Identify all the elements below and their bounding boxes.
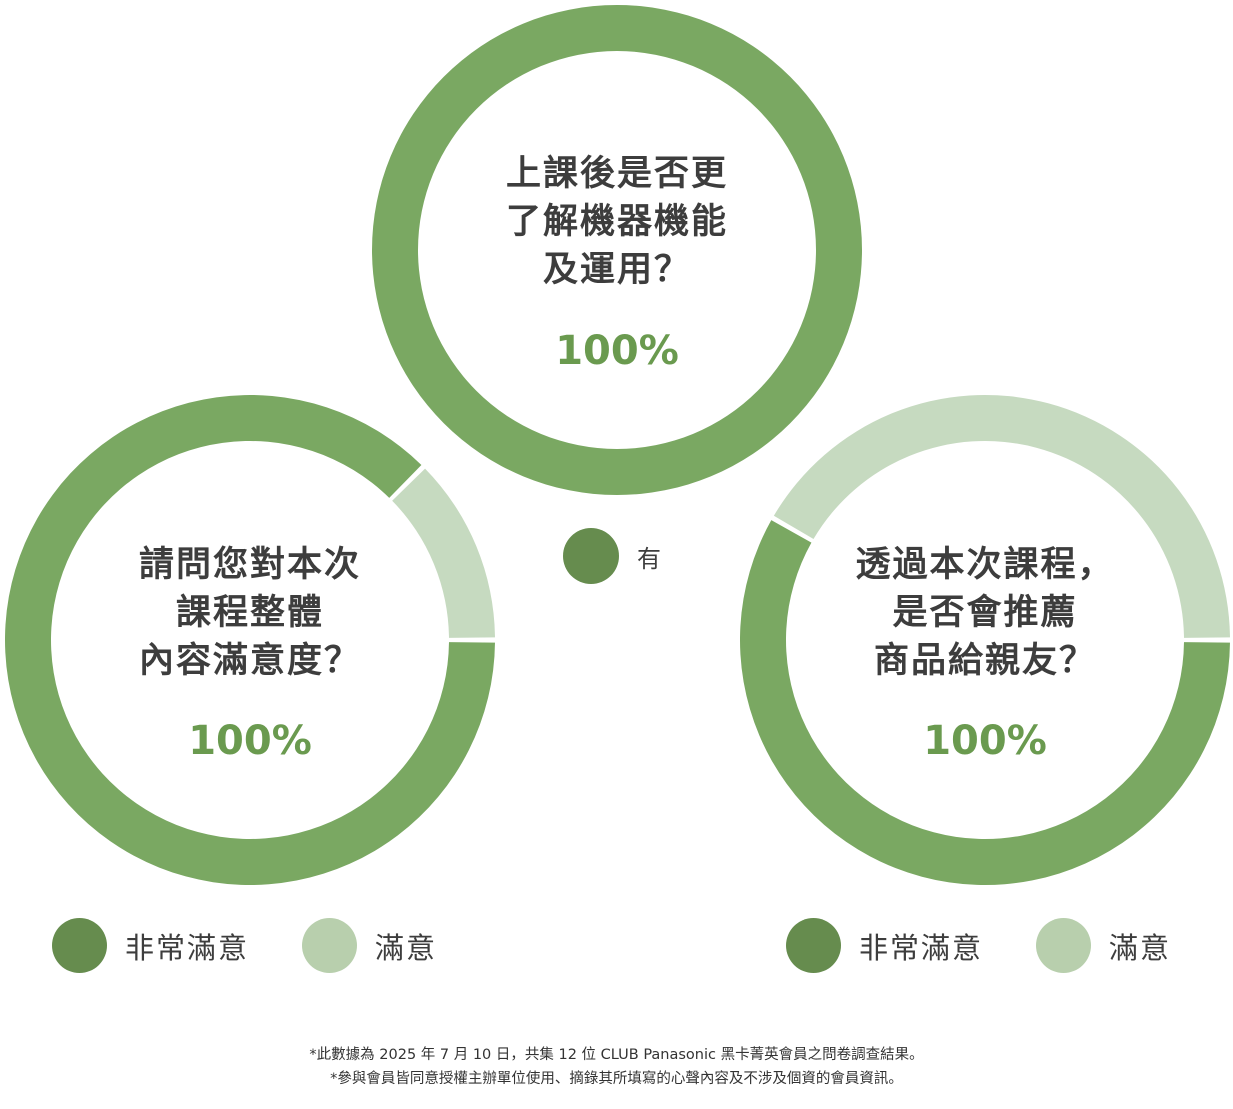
legend-label: 非常滿意 — [859, 930, 984, 965]
legend-label: 滿意 — [375, 930, 438, 965]
footnote-2: *參與會員皆同意授權主辦單位使用、摘錄其所填寫的心聲內容及不涉及個資的會員資訊。 — [330, 1071, 903, 1087]
donut-slice-滿意 — [392, 468, 495, 638]
legend-swatch-primary — [52, 918, 107, 973]
chart2-legend-item: 滿意 — [302, 918, 437, 973]
chart3-percent: 100% — [923, 718, 1047, 764]
legend-label: 有 — [637, 544, 663, 573]
legend-swatch-secondary — [302, 918, 357, 973]
legend-label: 滿意 — [1109, 930, 1172, 965]
chart2-title: 請問您對本次 課程整體 內容滿意度？ — [138, 545, 361, 681]
chart3-legend-item: 非常滿意 — [786, 918, 983, 973]
legend-swatch-secondary — [1036, 918, 1091, 973]
chart3-title: 透過本次課程， 是否會推薦 商品給親友？ — [855, 545, 1115, 681]
legend-swatch-primary — [786, 918, 841, 973]
legend-label: 非常滿意 — [125, 930, 250, 965]
chart1-legend-item: 有 — [563, 528, 663, 584]
chart3-legend-item: 滿意 — [1036, 918, 1171, 973]
donut-slice-非常滿意 — [740, 520, 1230, 885]
donut-slice-滿意 — [773, 394, 1230, 638]
chart1-title: 上課後是否更 了解機器機能 及運用？ — [505, 154, 728, 290]
legend-swatch-primary — [563, 528, 619, 584]
chart1-percent: 100% — [555, 328, 679, 374]
footnote-1: *此數據為 2025 年 7 月 10 日，共集 12 位 CLUB Panas… — [309, 1047, 924, 1063]
chart2-legend-item: 非常滿意 — [52, 918, 249, 973]
chart2-percent: 100% — [188, 718, 312, 764]
